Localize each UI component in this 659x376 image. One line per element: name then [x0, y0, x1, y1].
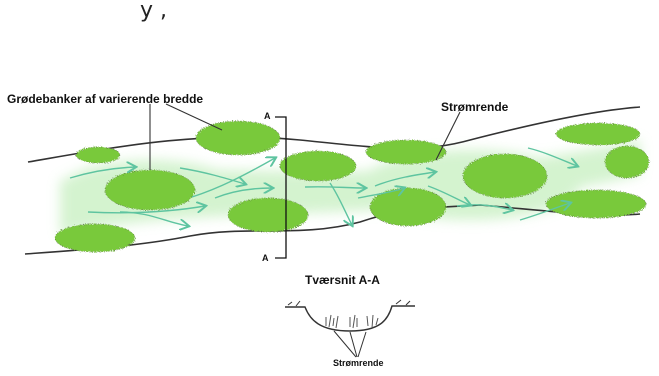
vegetation-bank: [196, 121, 280, 155]
vegetation-bank: [546, 190, 646, 218]
vegetation-bank: [228, 198, 308, 232]
cross-section-title: Tværsnit A-A: [305, 273, 380, 287]
vegetation-bank: [605, 146, 649, 178]
vegetation-bank: [55, 224, 135, 252]
vegetation-bank: [76, 147, 120, 163]
vegetation-bank: [105, 170, 195, 210]
vegetation-bank: [366, 140, 446, 164]
channel-label: Strømrende: [441, 100, 508, 114]
vegetation-bank: [280, 151, 356, 181]
vegetation-bank: [556, 123, 640, 145]
vegetation-bank: [463, 154, 547, 198]
cross-section-vegetation: [326, 315, 378, 328]
vegetation-banks-label: Grødebanker af varierende bredde: [7, 92, 203, 106]
section-marker-top: A: [264, 111, 271, 121]
section-marker-bottom: A: [262, 253, 269, 263]
cross-section-pointers: [334, 331, 366, 357]
cross-section-channel-label: Strømrende: [333, 358, 384, 368]
cross-section-sketch: [285, 300, 415, 357]
